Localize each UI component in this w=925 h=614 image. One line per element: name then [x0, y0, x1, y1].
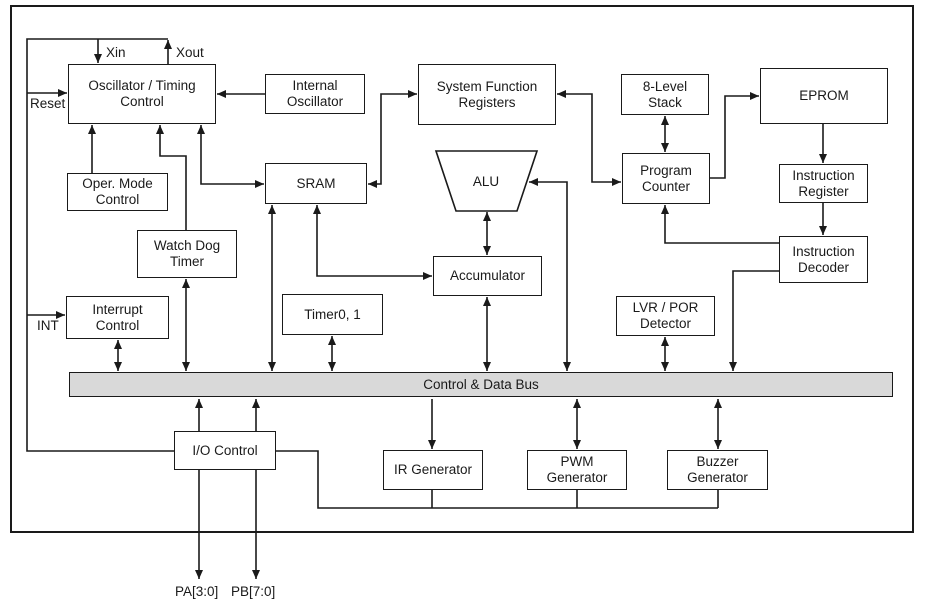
- block-alu-shape: [434, 150, 539, 212]
- block-accumulator: Accumulator: [433, 256, 542, 296]
- conn-sram-sfr: [368, 90, 417, 188]
- conn-idec-pc: [661, 205, 779, 244]
- block-watch-dog-timer: Watch Dog Timer: [137, 230, 237, 278]
- pin-label-pa: PA[3:0]: [175, 584, 219, 599]
- conn-bus-alu: [529, 178, 571, 371]
- block-alu-label: ALU: [472, 173, 500, 189]
- conn-sfr-pc: [557, 90, 621, 186]
- block-pwm-generator: PWM Generator: [527, 450, 627, 490]
- block-program-counter: Program Counter: [622, 153, 710, 204]
- block-oper-mode-control: Oper. Mode Control: [67, 173, 168, 211]
- conn-sram-acc: [313, 205, 432, 280]
- block-timer0-1: Timer0, 1: [282, 294, 383, 335]
- conn-idec-bus: [729, 270, 779, 371]
- pin-label-reset: Reset: [30, 96, 66, 111]
- conn-pc-eprom: [710, 92, 759, 179]
- block-buzzer-generator: Buzzer Generator: [667, 450, 768, 490]
- block-interrupt-control: Interrupt Control: [66, 296, 169, 339]
- block-ir-generator: IR Generator: [383, 450, 483, 490]
- block-oscillator-timing-control: Oscillator / Timing Control: [68, 64, 216, 124]
- pin-label-pb: PB[7:0]: [231, 584, 276, 599]
- pin-label-xin: Xin: [106, 45, 126, 60]
- block-eprom: EPROM: [760, 68, 888, 124]
- block-lvr-por-detector: LVR / POR Detector: [616, 296, 715, 336]
- block-io-control: I/O Control: [174, 431, 276, 470]
- block-instruction-decoder: Instruction Decoder: [779, 236, 868, 283]
- block-instruction-register: Instruction Register: [779, 164, 868, 203]
- pin-label-xout: Xout: [176, 45, 204, 60]
- pin-label-int: INT: [37, 318, 59, 333]
- conn-osc-sram: [197, 125, 264, 188]
- block-system-function-registers: System Function Registers: [418, 64, 556, 125]
- block-internal-oscillator: Internal Oscillator: [265, 74, 365, 114]
- outer-border: [10, 5, 914, 533]
- block-8-level-stack: 8-Level Stack: [621, 74, 709, 115]
- block-sram: SRAM: [265, 163, 367, 204]
- conn-io-generators-rail: [276, 450, 718, 509]
- control-data-bus: Control & Data Bus: [69, 372, 893, 397]
- conn-wdt-osc: [156, 125, 187, 230]
